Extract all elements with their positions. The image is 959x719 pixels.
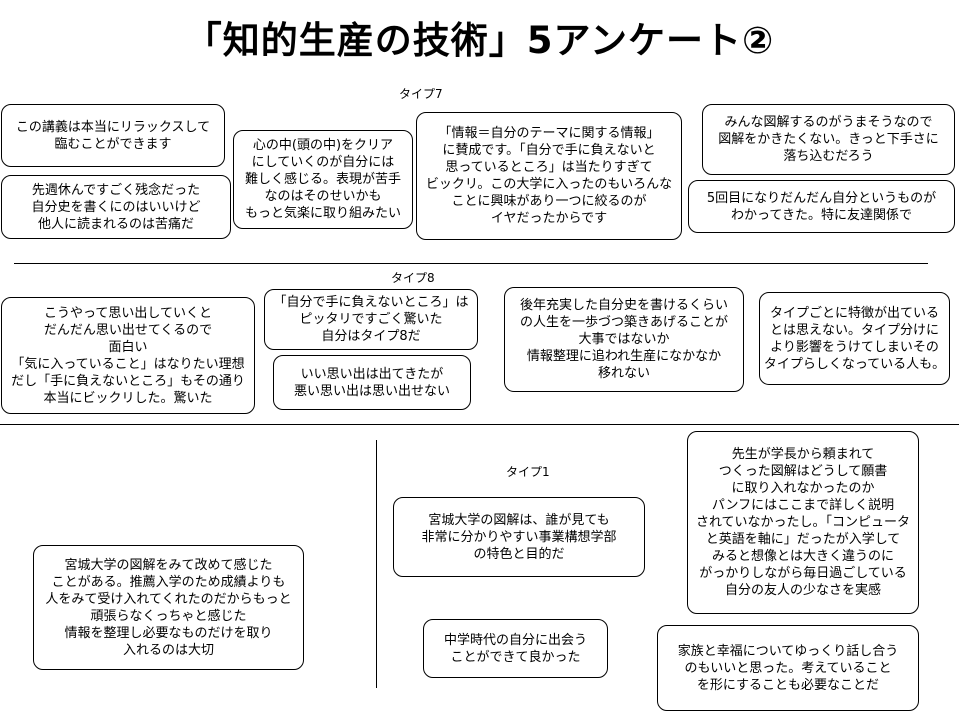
section-label-type8: タイプ8 [391, 271, 435, 285]
comment-later-life: 後年充実した自分史を書けるくらい の人生を一歩づつ築きあげることが 大事ではない… [504, 287, 744, 392]
comment-text: 先生が学長から頼まれて つくった図解はどうして願書 に取り入れなかったのか パン… [695, 447, 911, 598]
comment-text: 家族と幸福についてゆっくり話し合う のもいいと思った。考えていること を形にする… [677, 643, 899, 693]
comment-mind: 心の中(頭の中)をクリア にしていくのが自分には 難しく感じる。表現が苦手 なの… [233, 130, 413, 229]
comment-diagram-fear: みんな図解するのがうまそうなので 図解をかきたくない。きっと下手さに 落ち込むだ… [702, 104, 955, 175]
comment-teacher-diagram: 先生が学長から頼まれて つくった図解はどうして願書 に取り入れなかったのか パン… [687, 431, 919, 614]
comment-recall: こうやって思い出していくと だんだん思い出せてくるので 面白い 「気に入っている… [1, 297, 255, 414]
section-label-type7: タイプ7 [399, 87, 443, 101]
comment-miyagi-diagram: 宮城大学の図解は、誰が見ても 非常に分かりやすい事業構想学部 の特色と目的だ [393, 497, 645, 577]
page-title: 「知的生産の技術」5アンケート② [184, 19, 775, 62]
comment-relax: この講義は本当にリラックスして 臨むことができます [1, 104, 225, 167]
comment-text: 5回目になりだんだん自分というものが わかってきた。特に友達関係で [706, 190, 937, 223]
comment-type-traits: タイプごとに特徴が出ている とは思えない。タイプ分けに より影響をうけてしまいそ… [759, 292, 950, 385]
comment-text: 「自分で手に負えないところ」は ピッタリですごく驚いた 自分はタイプ8だ [273, 295, 469, 344]
comment-text: この講義は本当にリラックスして 臨むことができます [15, 119, 211, 152]
comment-text: 「情報＝自分のテーマに関する情報」 に賛成です。「自分で手に負えないと 思ってい… [425, 126, 673, 226]
comment-text: タイプごとに特徴が出ている とは思えない。タイプ分けに より影響をうけてしまいそ… [763, 305, 946, 372]
comment-text: 心の中(頭の中)をクリア にしていくのが自分には 難しく感じる。表現が苦手 なの… [244, 138, 401, 221]
comment-text: いい思い出は出てきたが 悪い思い出は思い出せない [293, 366, 450, 399]
comment-history: 先週休んですごく残念だった 自分史を書くにのはいいけど 他人に読まれるのは苦痛だ [1, 175, 231, 239]
comment-text: 後年充実した自分史を書けるくらい の人生を一歩づつ築きあげることが 大事ではない… [519, 298, 728, 381]
comment-text: みんな図解するのがうまそうなので 図解をかきたくない。きっと下手さに 落ち込むだ… [718, 115, 939, 164]
section-divider [0, 424, 959, 425]
comment-text: 中学時代の自分に出会う ことができて良かった [443, 632, 587, 665]
comment-text: こうやって思い出していくと だんだん思い出せてくるので 面白い 「気に入っている… [11, 305, 245, 406]
comment-text: 先週休んですごく残念だった 自分史を書くにのはいいけど 他人に読まれるのは苦痛だ [31, 182, 201, 232]
comment-junior-high: 中学時代の自分に出会う ことができて良かった [423, 619, 608, 678]
comment-admission: 宮城大学の図解をみて改めて感じた ことがある。推薦入学のため成績よりも 人をみて… [33, 545, 304, 670]
comment-fifth-time: 5回目になりだんだん自分というものが わかってきた。特に友達関係で [688, 180, 955, 233]
column-divider [376, 440, 377, 688]
section-divider [14, 263, 928, 264]
comment-text: 宮城大学の図解は、誰が見ても 非常に分かりやすい事業構想学部 の特色と目的だ [421, 512, 617, 562]
comment-info-theme: 「情報＝自分のテーマに関する情報」 に賛成です。「自分で手に負えないと 思ってい… [416, 112, 682, 240]
comment-family: 家族と幸福についてゆっくり話し合う のもいいと思った。考えていること を形にする… [657, 625, 919, 711]
comment-memories: いい思い出は出てきたが 悪い思い出は思い出せない [273, 355, 471, 410]
section-label-type1: タイプ1 [506, 465, 550, 479]
comment-hands: 「自分で手に負えないところ」は ピッタリですごく驚いた 自分はタイプ8だ [264, 289, 478, 350]
comment-text: 宮城大学の図解をみて改めて感じた ことがある。推薦入学のため成績よりも 人をみて… [45, 557, 292, 658]
